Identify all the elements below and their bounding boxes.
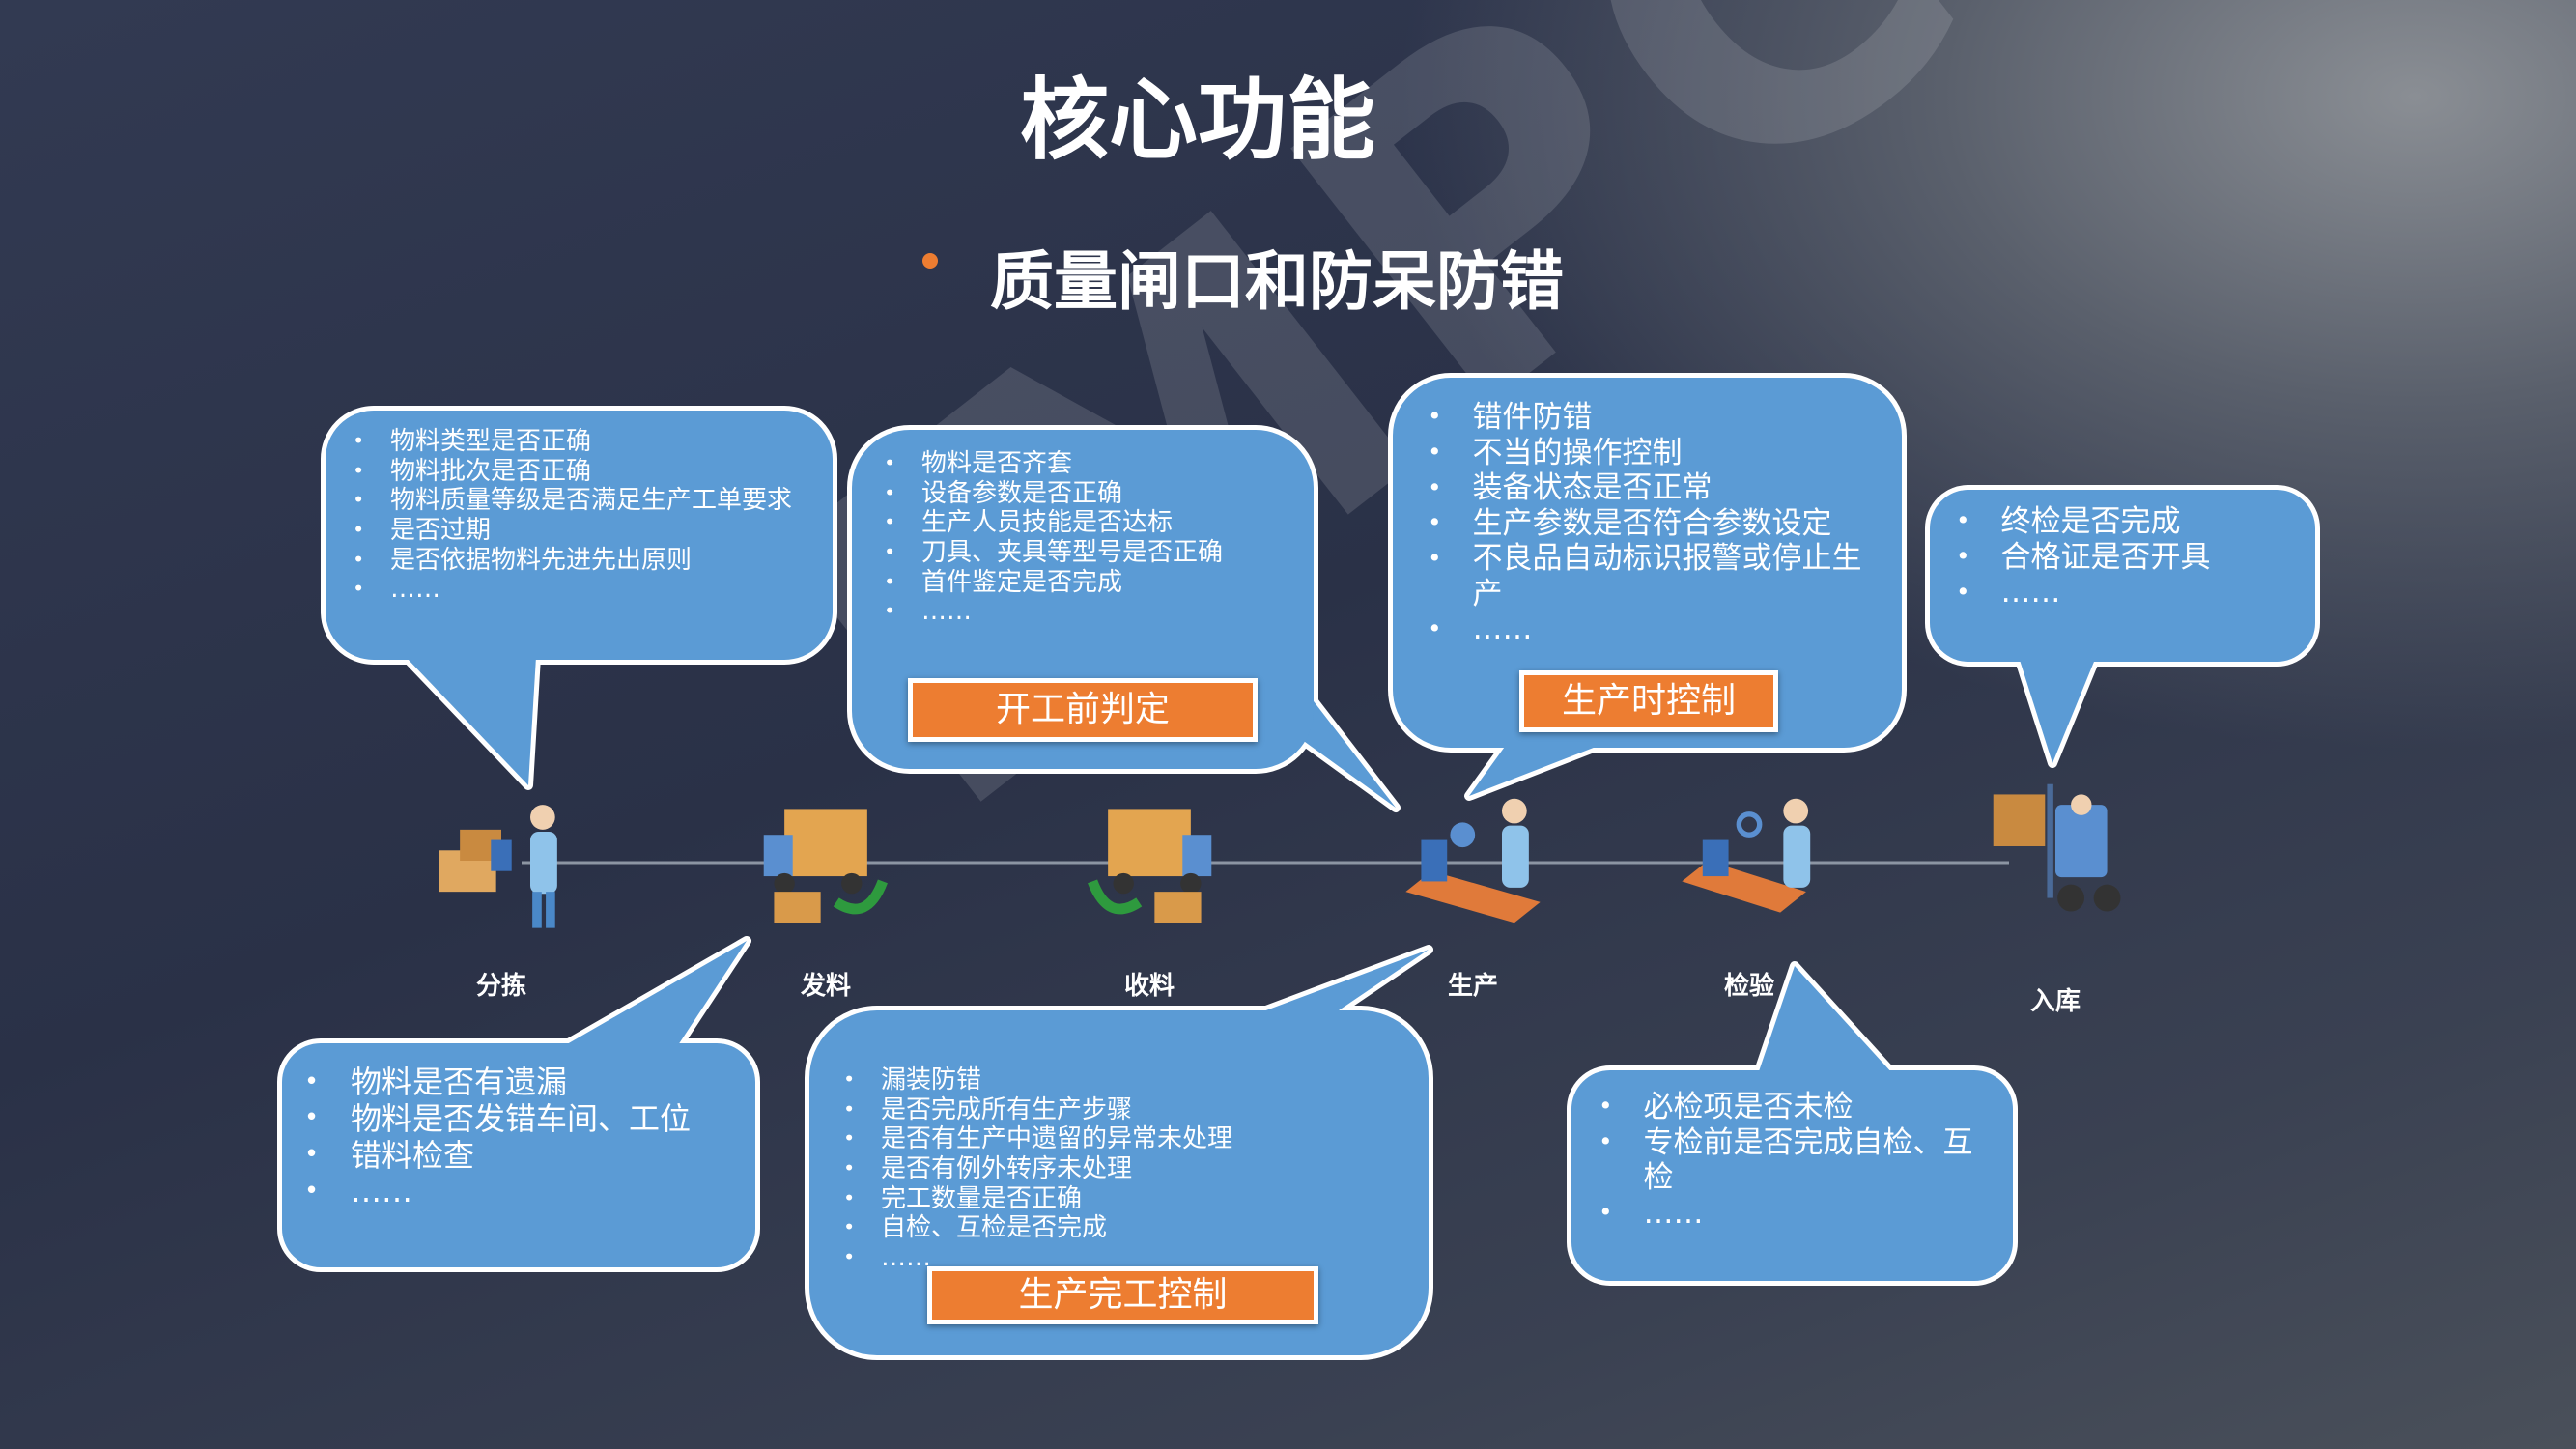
tag-completion: 生产完工控制 (927, 1266, 1318, 1324)
bubble-item: 错料检查 (304, 1137, 739, 1175)
bubble-item: 合格证是否开具 (1956, 540, 2304, 576)
bubble-item: 漏装防错 (843, 1065, 1403, 1095)
bubble-item: 装备状态是否正常 (1428, 470, 1882, 506)
bubble-completion: 漏装防错是否完成所有生产步骤是否有生产中遗留的异常未处理是否有例外转序未处理完工… (843, 1065, 1403, 1273)
bubble-item: 专检前是否完成自检、互检 (1599, 1125, 1995, 1196)
bubble-item: 刀具、夹具等型号是否正确 (884, 538, 1289, 568)
bubble-item: 不良品自动标识报警或停止生产 (1428, 541, 1882, 611)
process-step-label: 发料 (800, 972, 852, 1001)
forklift-icon (1993, 783, 2121, 912)
bubble-item: …… (304, 1173, 739, 1210)
tag-in-production: 生产时控制 (1519, 670, 1778, 732)
bubble-item: 完工数量是否正确 (843, 1184, 1403, 1214)
bubble-inspection: 必检项是否未检专检前是否完成自检、互检…… (1599, 1090, 1995, 1231)
bubble-in-production: 错件防错不当的操作控制装备状态是否正常生产参数是否符合参数设定不良品自动标识报警… (1428, 400, 1882, 647)
inspection-icon (1682, 798, 1811, 913)
process-step-label: 分拣 (475, 972, 527, 1001)
bubble-sorting: 物料类型是否正确物料批次是否正确物料质量等级是否满足生产工单要求是否过期是否依据… (353, 427, 807, 605)
bubble-item: …… (1428, 611, 1882, 647)
bullet-dot (922, 253, 938, 269)
bubble-item: 物料是否有遗漏 (304, 1064, 739, 1101)
bubble-item: 生产人员技能是否达标 (884, 508, 1289, 538)
process-step-1 (429, 788, 574, 937)
bubble-item: 是否有例外转序未处理 (843, 1154, 1403, 1184)
bubble-item: …… (884, 597, 1289, 627)
bubble-item: …… (843, 1243, 1403, 1273)
speech-bubble-tail (1294, 676, 1396, 808)
speech-bubble-tail (1256, 950, 1429, 1014)
speech-bubble-tail (1758, 966, 1893, 1074)
bubble-item: 是否完成所有生产步骤 (843, 1095, 1403, 1125)
bubble-warehousing: 终检是否完成合格证是否开具…… (1956, 504, 2304, 611)
bubble-item: 必检项是否未检 (1599, 1090, 1995, 1125)
process-step-4 (1401, 788, 1545, 937)
bubble-item: 是否过期 (353, 516, 807, 546)
speech-bubble-tail (2019, 657, 2096, 763)
bubble-item: 物料批次是否正确 (353, 457, 807, 487)
bubble-item: …… (353, 575, 807, 605)
bubble-item: 错件防错 (1428, 400, 1882, 436)
process-step-6 (1983, 774, 2128, 923)
bubble-item: 物料类型是否正确 (353, 427, 807, 457)
bubble-item: 设备参数是否正确 (884, 479, 1289, 509)
bubble-issuing: 物料是否有遗漏物料是否发错车间、工位错料检查…… (304, 1064, 739, 1210)
bubble-item: 自检、互检是否完成 (843, 1213, 1403, 1243)
speech-bubble-tail (560, 941, 747, 1048)
process-step-5 (1677, 788, 1822, 937)
delivery-truck-out-icon (763, 809, 888, 923)
bubble-item: 物料质量等级是否满足生产工单要求 (353, 486, 807, 516)
production-line-icon (1405, 798, 1541, 923)
bubble-item: 不当的操作控制 (1428, 436, 1882, 471)
speech-bubble-tail (1469, 744, 1603, 796)
bubble-item: 物料是否发错车间、工位 (304, 1100, 739, 1138)
process-step-label: 入库 (2029, 987, 2081, 1016)
bubble-item: 是否有生产中遗留的异常未处理 (843, 1124, 1403, 1154)
process-step-label: 检验 (1723, 972, 1775, 1001)
process-step-label: 生产 (1447, 972, 1499, 1001)
worker-with-boxes-icon (439, 805, 557, 928)
bubble-item: …… (1599, 1196, 1995, 1232)
bubble-pre-start: 物料是否齐套设备参数是否正确生产人员技能是否达标刀具、夹具等型号是否正确首件鉴定… (884, 449, 1289, 627)
process-step-3 (1077, 788, 1222, 937)
bubble-item: …… (1956, 575, 2304, 611)
speech-bubble-tail (406, 657, 536, 785)
subtitle: 质量闸口和防呆防错 (990, 244, 1564, 319)
process-step-label: 收料 (1123, 972, 1175, 1001)
bubble-item: 是否依据物料先进先出原则 (353, 546, 807, 576)
process-step-2 (753, 788, 898, 937)
bubble-item: 生产参数是否符合参数设定 (1428, 506, 1882, 542)
page-title: 核心功能 (1019, 69, 1375, 172)
bubble-item: 物料是否齐套 (884, 449, 1289, 479)
bubble-item: 终检是否完成 (1956, 504, 2304, 540)
delivery-truck-in-icon (1088, 809, 1212, 923)
tag-pre-start: 开工前判定 (908, 678, 1258, 742)
bubble-item: 首件鉴定是否完成 (884, 568, 1289, 598)
